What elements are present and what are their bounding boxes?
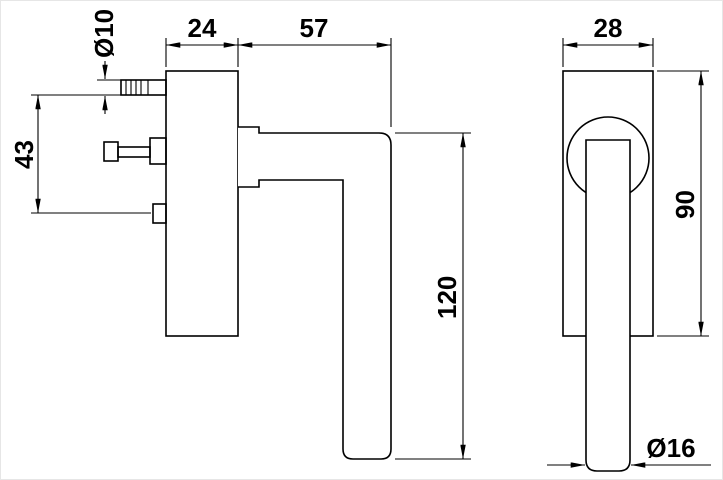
dim-label-120: 120 [432,276,462,319]
side-view: 24 57 Ø10 43 [9,9,471,460]
dim-reach: 57 [238,13,392,127]
spindle [103,137,167,165]
dim-lever-length: 120 [395,132,471,460]
fixing-screw-top [120,79,167,96]
dim-label-24: 24 [188,13,217,43]
dim-plate-height: 90 [657,70,709,337]
spindle-head [103,141,119,162]
backplate-side [165,70,239,337]
spindle-shaft [117,146,151,158]
dim-plate-width-side: 24 [165,13,239,67]
front-view: 28 90 Ø16 [547,13,711,472]
lever-handle-side [238,126,392,460]
dim-label-57: 57 [300,13,329,43]
dim-label-28: 28 [594,13,623,43]
fixing-screw-bottom [152,203,167,224]
dim-grip-diameter: Ø16 [547,433,711,468]
dim-fixing-centres: 43 [9,94,151,214]
dim-plate-width-front: 28 [562,13,654,67]
dim-label-90: 90 [670,190,700,219]
dim-label-diameter-16: Ø16 [646,433,695,463]
dim-label-43: 43 [9,140,39,169]
spindle-collar [149,137,167,165]
lever-grip-front [585,139,631,472]
dim-label-diameter-10: Ø10 [89,9,119,58]
dim-screw-diameter: Ø10 [89,9,122,114]
